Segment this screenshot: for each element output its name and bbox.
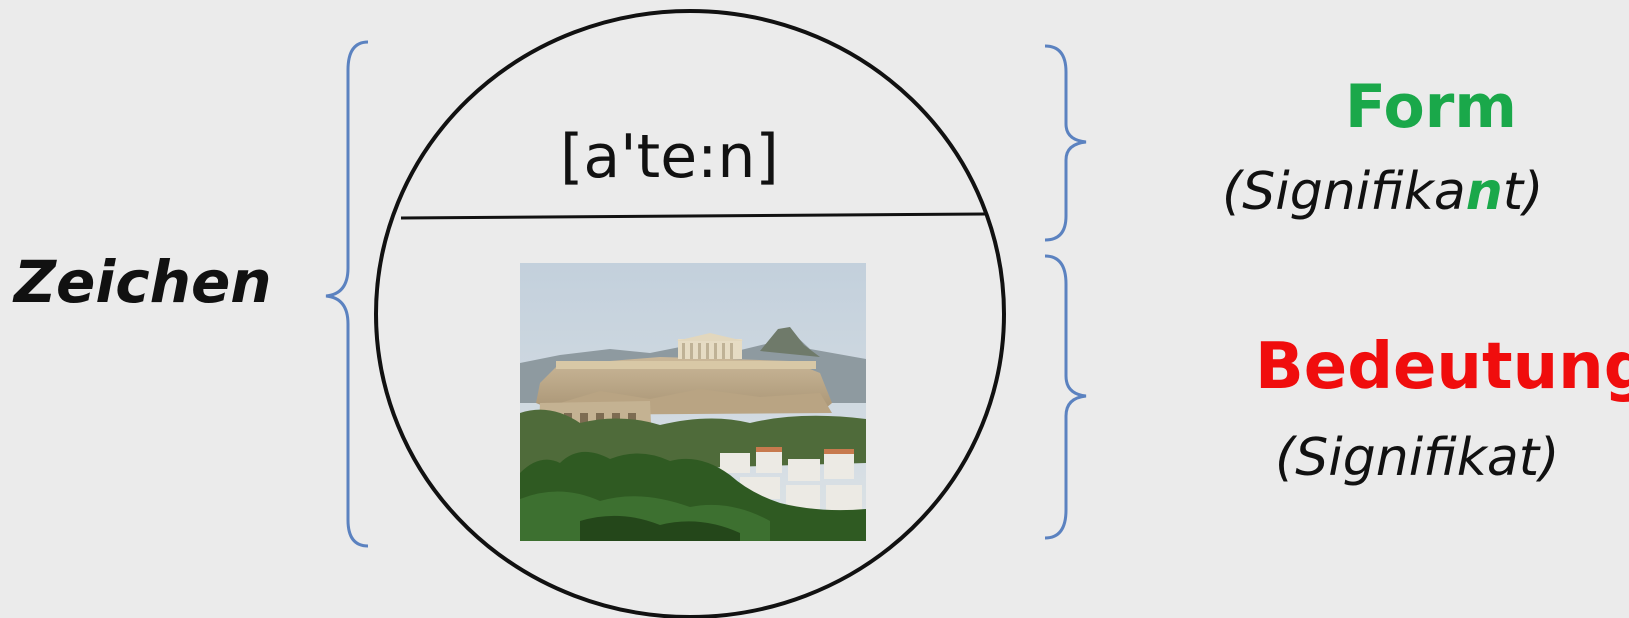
divider-line <box>400 212 986 220</box>
sign-label: Zeichen <box>14 248 272 316</box>
signifikant-label: (Signifikant) <box>1222 162 1543 222</box>
meaning-title: Bedeutung <box>1255 330 1629 404</box>
left-brace <box>325 40 369 548</box>
signifikant-prefix: (Signifika <box>1222 162 1466 222</box>
signifikant-suffix: t) <box>1502 162 1544 222</box>
signifikat-label: (Signifikat) <box>1275 428 1560 488</box>
phonetic-transcription: [a'te:n] <box>560 122 779 192</box>
acropolis-photo <box>520 263 866 541</box>
form-title: Form <box>1345 72 1517 142</box>
sign-circle <box>374 9 1006 618</box>
signifikant-highlight: n <box>1465 162 1503 222</box>
right-brace-bottom <box>1044 254 1087 540</box>
right-brace-top <box>1044 44 1087 242</box>
